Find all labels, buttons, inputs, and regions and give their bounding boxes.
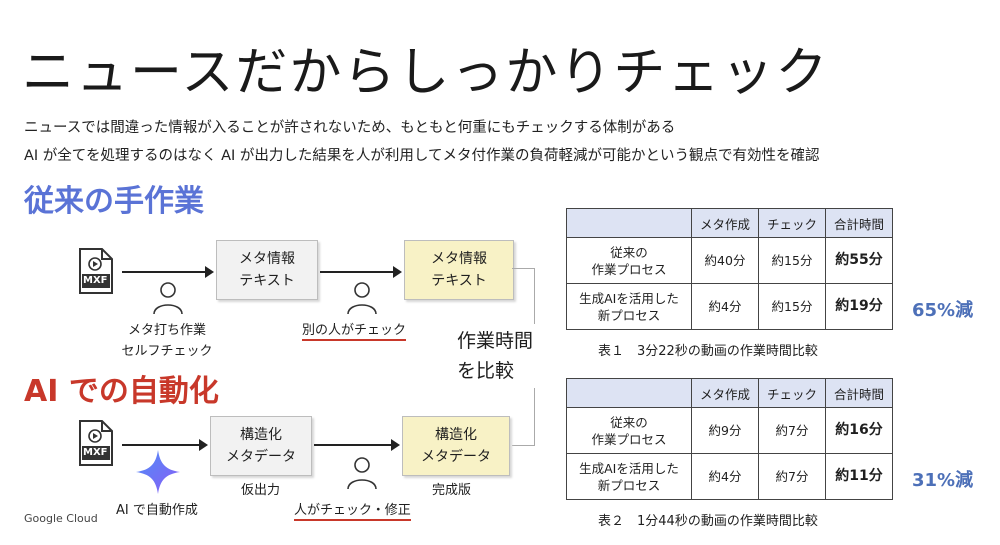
box-line: 構造化 — [240, 427, 282, 443]
structured-metadata-draft: 構造化メタデータ — [210, 416, 312, 476]
arrow — [122, 266, 214, 278]
structured-metadata-final: 構造化メタデータ — [402, 416, 510, 476]
table-cell: 約7分 — [758, 453, 826, 500]
final-version-label: 完成版 — [432, 483, 472, 498]
caption-ai-auto: AI で自動作成 — [116, 503, 198, 518]
table-caption-2: 表２ 1分44秒の動画の作業時間比較 — [598, 514, 818, 529]
table-cell: 約7分 — [758, 407, 826, 454]
row-label-line: 作業プロセス — [591, 261, 667, 277]
person-icon — [345, 280, 379, 320]
table-row: 従来の作業プロセス 約40分 約15分 約55分 — [566, 237, 893, 284]
box-line: メタ情報 — [239, 251, 295, 267]
arrow — [122, 439, 208, 451]
caption-line: 別の人がチェック — [302, 323, 407, 341]
row-label: 生成AIを活用した新プロセス — [566, 453, 692, 500]
caption-human-check: 人がチェック・修正 — [294, 500, 411, 521]
box-line: メタ情報 — [431, 251, 487, 267]
row-label-line: 従来の — [610, 414, 648, 430]
row-label: 生成AIを活用した新プロセス — [566, 283, 692, 330]
table-header: 合計時間 — [825, 208, 893, 238]
manual-heading: 従来の手作業 — [24, 184, 204, 219]
compare-label: 作業時間 を比較 — [453, 324, 538, 388]
table-header: メタ作成 — [691, 378, 759, 408]
table-cell: 約9分 — [691, 407, 759, 454]
table-cell: 約4分 — [691, 453, 759, 500]
mxf-label: MXF — [83, 447, 108, 458]
table-cell: 約15分 — [758, 283, 826, 330]
video-file-icon: MXF — [78, 248, 114, 294]
arrow — [314, 439, 400, 451]
table-cell-total: 約16分 — [825, 407, 893, 454]
table-cell-total: 約11分 — [825, 453, 893, 500]
ai-heading: AI での自動化 — [24, 374, 219, 409]
meta-text-box-draft: メタ情報テキスト — [216, 240, 318, 300]
table-header-row: メタ作成 チェック 合計時間 — [566, 378, 893, 408]
table-header: 合計時間 — [825, 378, 893, 408]
video-file-icon: MXF — [78, 420, 114, 466]
caption-line: メタ打ち作業 — [127, 323, 206, 338]
row-label-line: 生成AIを活用した — [579, 290, 679, 306]
table-row: 生成AIを活用した新プロセス 約4分 約15分 約19分 — [566, 283, 893, 330]
table-header: メタ作成 — [691, 208, 759, 238]
page-title: ニュースだからしっかりチェック — [22, 43, 830, 103]
table-row: 従来の作業プロセス 約9分 約7分 約16分 — [566, 407, 893, 454]
caption-line: 人がチェック・修正 — [294, 503, 411, 521]
table-row: 生成AIを活用した新プロセス 約4分 約7分 約11分 — [566, 453, 893, 500]
box-line: テキスト — [431, 273, 487, 289]
person-icon — [151, 280, 185, 320]
caption-line: セルフチェック — [121, 344, 213, 359]
description-line-2: AI が全てを処理するのはなく AI が出力した結果を人が利用してメタ付作業の負… — [24, 148, 820, 164]
caption-other-check: 別の人がチェック — [302, 320, 407, 341]
table-cell-total: 約19分 — [825, 283, 893, 330]
sparkle-icon — [134, 448, 182, 500]
table-cell-total: 約55分 — [825, 237, 893, 284]
row-label: 従来の作業プロセス — [566, 407, 692, 454]
box-line: テキスト — [239, 273, 295, 289]
table-header: チェック — [758, 208, 826, 238]
row-label-line: 従来の — [610, 244, 648, 260]
table-cell: 約4分 — [691, 283, 759, 330]
reduction-badge-2: 31%減 — [912, 470, 974, 491]
box-line: メタデータ — [421, 449, 491, 465]
box-line: 構造化 — [435, 427, 477, 443]
reduction-badge-1: 65%減 — [912, 300, 974, 321]
table-header-row: メタ作成 チェック 合計時間 — [566, 208, 893, 238]
arrow — [320, 266, 402, 278]
table-cell: 約15分 — [758, 237, 826, 284]
row-label-line: 作業プロセス — [591, 431, 667, 447]
meta-text-box-final: メタ情報テキスト — [404, 240, 514, 300]
caption-self-check: メタ打ち作業 セルフチェック — [112, 320, 222, 362]
table-header — [566, 208, 692, 238]
box-line: メタデータ — [226, 449, 296, 465]
row-label-line: 生成AIを活用した — [579, 460, 679, 476]
row-label: 従来の作業プロセス — [566, 237, 692, 284]
draft-output-label: 仮出力 — [241, 483, 281, 498]
mxf-label: MXF — [83, 275, 108, 286]
comparison-table-2: メタ作成 チェック 合計時間 従来の作業プロセス 約9分 約7分 約16分 生成… — [566, 378, 893, 500]
row-label-line: 新プロセス — [597, 477, 661, 493]
person-icon — [345, 455, 379, 495]
table-header — [566, 378, 692, 408]
compare-line: 作業時間 — [457, 330, 534, 352]
table-header: チェック — [758, 378, 826, 408]
table-caption-1: 表１ 3分22秒の動画の作業時間比較 — [598, 344, 818, 359]
google-cloud-logo: Google Cloud — [24, 512, 98, 525]
row-label-line: 新プロセス — [597, 307, 661, 323]
comparison-table-1: メタ作成 チェック 合計時間 従来の作業プロセス 約40分 約15分 約55分 … — [566, 208, 893, 330]
compare-line: を比較 — [457, 360, 515, 382]
description-line-1: ニュースでは間違った情報が入ることが許されないため、もともと何重にもチェックする… — [24, 120, 676, 136]
table-cell: 約40分 — [691, 237, 759, 284]
